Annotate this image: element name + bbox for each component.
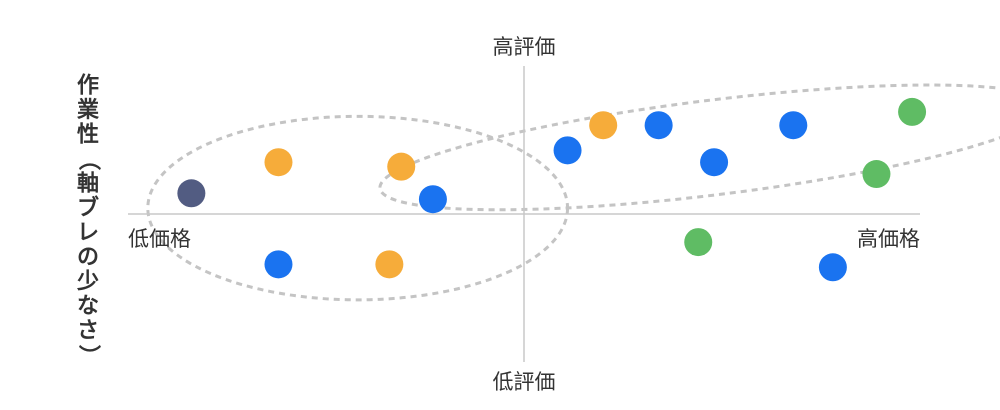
cluster-ellipse-1 (146, 114, 570, 302)
data-point-8 (589, 111, 618, 140)
y-axis-label-char: の (77, 245, 99, 270)
quadrant-label-bottom: 低評価 (493, 370, 556, 394)
data-point-15 (818, 253, 847, 282)
y-axis-label-char: 軸 (77, 171, 99, 197)
data-point-9 (644, 111, 673, 140)
data-point-10 (700, 148, 729, 177)
axes (128, 66, 920, 362)
y-axis-label-char: 少 (76, 270, 99, 295)
data-point-2 (264, 148, 293, 177)
y-axis-label-char: さ (77, 319, 99, 344)
y-axis-label-char: レ (77, 221, 99, 246)
quadrant-label-right: 高価格 (857, 227, 920, 251)
data-point-7 (553, 136, 582, 165)
y-axis-label-char: 作 (77, 74, 99, 99)
data-point-11 (779, 111, 808, 140)
data-points (177, 97, 927, 282)
cluster-layer (146, 83, 1000, 302)
y-axis-label-char: （ (76, 148, 101, 170)
quadrant-label-top: 高評価 (493, 35, 556, 59)
y-axis-label-char: ブ (77, 195, 99, 221)
data-point-6 (375, 250, 404, 279)
data-point-4 (418, 185, 447, 214)
y-axis-label-char: ） (76, 344, 101, 366)
quadrant-label-left: 低価格 (128, 227, 191, 251)
y-axis-label-char: 性 (77, 123, 99, 148)
data-point-5 (264, 250, 293, 279)
data-point-13 (862, 160, 891, 189)
data-point-3 (387, 152, 416, 181)
data-point-14 (684, 228, 713, 257)
cluster-ellipse-2 (378, 83, 1000, 212)
data-point-1 (177, 179, 206, 208)
data-point-12 (898, 97, 927, 126)
y-axis-label-char: な (77, 294, 99, 319)
y-axis-label-char: 業 (77, 98, 100, 123)
